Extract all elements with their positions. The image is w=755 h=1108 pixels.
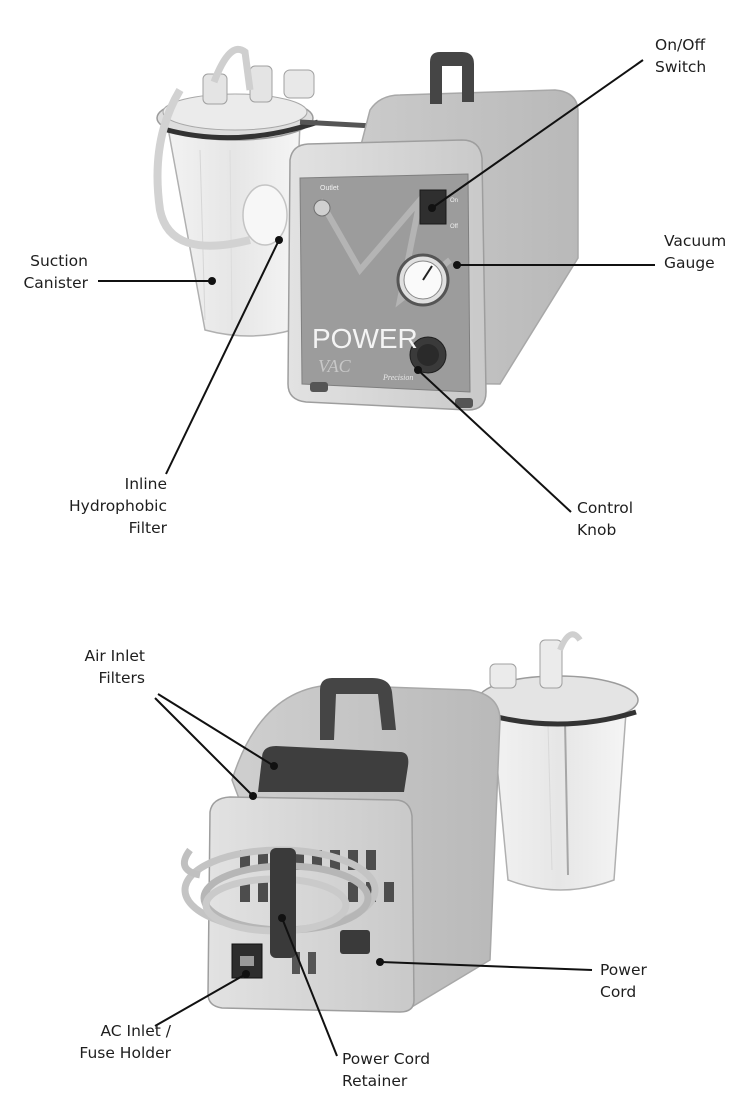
- label-vacuum-gauge-line2: Gauge: [664, 254, 715, 272]
- label-power-cord-line2: Cord: [600, 983, 637, 1001]
- leader-air-inlet-filter-1: [157, 693, 275, 767]
- suction-canister-front: [153, 45, 418, 337]
- leader-air-inlet-filter-2: [154, 697, 254, 797]
- front-view-device: POWER VAC Outlet On Off Precision: [153, 45, 579, 411]
- front-leader-dots: [208, 204, 461, 374]
- leader-inline-filter: [165, 239, 280, 475]
- front-leader-lines: [98, 59, 655, 513]
- on-marking: On: [450, 198, 458, 204]
- suction-canister-rear: [409, 631, 639, 891]
- pump-body-front: POWER VAC Outlet On Off Precision: [287, 52, 579, 411]
- leader-control-knob: [417, 369, 572, 513]
- leader-power-cord: [379, 961, 593, 971]
- label-power-cord-line1: Power: [600, 961, 647, 979]
- label-air-inlet-filters: Air Inlet Filters: [40, 645, 145, 689]
- label-inline-filter-line1: Inline: [124, 475, 167, 493]
- label-suction-canister-line2: Canister: [23, 274, 88, 292]
- label-cord-retainer-line2: Retainer: [342, 1072, 408, 1090]
- label-air-inlet-filters-line1: Air Inlet: [84, 647, 145, 665]
- label-on-off-switch: On/Off Switch: [655, 34, 706, 78]
- label-inline-filter-line3: Filter: [128, 519, 167, 537]
- outlet-marking: Outlet: [320, 185, 339, 192]
- label-suction-canister: Suction Canister: [8, 250, 88, 294]
- maker-marking: Precision: [382, 373, 413, 382]
- rear-leader-dots: [242, 762, 384, 978]
- label-on-off-switch-line1: On/Off: [655, 36, 706, 54]
- label-inline-hydrophobic-filter: Inline Hydrophobic Filter: [40, 473, 167, 539]
- label-power-cord: Power Cord: [600, 959, 647, 1003]
- label-ac-inlet-line1: AC Inlet /: [100, 1022, 171, 1040]
- label-control-knob-line1: Control: [577, 499, 634, 517]
- leader-on-off-switch: [431, 59, 644, 209]
- label-on-off-switch-line2: Switch: [655, 58, 707, 76]
- power-vac-logo-line1: POWER: [312, 323, 418, 354]
- label-ac-inlet-fuse-holder: AC Inlet / Fuse Holder: [40, 1020, 171, 1064]
- leader-cord-retainer: [281, 917, 338, 1057]
- label-control-knob-line2: Knob: [577, 521, 617, 539]
- label-vacuum-gauge: Vacuum Gauge: [664, 230, 726, 274]
- label-suction-canister-line1: Suction: [30, 252, 88, 270]
- leader-ac-inlet: [154, 973, 247, 1027]
- rear-leader-lines: [154, 693, 593, 1057]
- label-air-inlet-filters-line2: Filters: [98, 669, 145, 687]
- label-control-knob: Control Knob: [577, 497, 633, 541]
- label-cord-retainer-line1: Power Cord: [342, 1050, 431, 1068]
- pump-body-rear: [180, 678, 501, 1013]
- label-power-cord-retainer: Power Cord Retainer: [342, 1048, 430, 1092]
- label-inline-filter-line2: Hydrophobic: [69, 497, 167, 515]
- power-vac-logo-line2: VAC: [318, 356, 352, 376]
- label-ac-inlet-line2: Fuse Holder: [79, 1044, 171, 1062]
- label-vacuum-gauge-line1: Vacuum: [664, 232, 727, 250]
- rear-view-device: [180, 631, 639, 1013]
- off-marking: Off: [450, 224, 458, 230]
